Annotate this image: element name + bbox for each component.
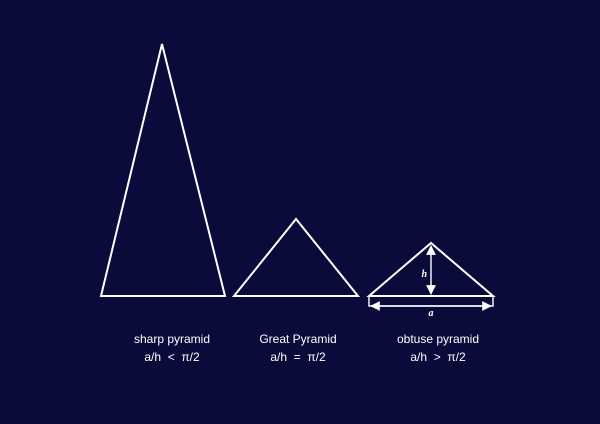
base-label: a bbox=[429, 308, 434, 319]
great-pyramid-triangle bbox=[231, 217, 361, 297]
great-pyramid-name: Great Pyramid bbox=[259, 332, 337, 346]
obtuse-pyramid-name: obtuse pyramid bbox=[396, 332, 480, 346]
height-label: h bbox=[421, 269, 427, 280]
great-pyramid-caption: Great Pyramid a/h = π/2 bbox=[238, 330, 358, 366]
sharp-pyramid-caption: sharp pyramid a/h < π/2 bbox=[112, 330, 232, 366]
sharp-pyramid-relation: a/h < π/2 bbox=[144, 350, 200, 364]
great-pyramid-relation: a/h = π/2 bbox=[270, 350, 326, 364]
obtuse-pyramid-base-slab bbox=[368, 295, 494, 307]
obtuse-pyramid-relation: a/h > π/2 bbox=[410, 350, 466, 364]
obtuse-pyramid-caption: obtuse pyramid a/h > π/2 bbox=[378, 330, 498, 366]
sharp-pyramid-name: sharp pyramid bbox=[133, 332, 211, 346]
sharp-pyramid-triangle bbox=[99, 43, 227, 297]
